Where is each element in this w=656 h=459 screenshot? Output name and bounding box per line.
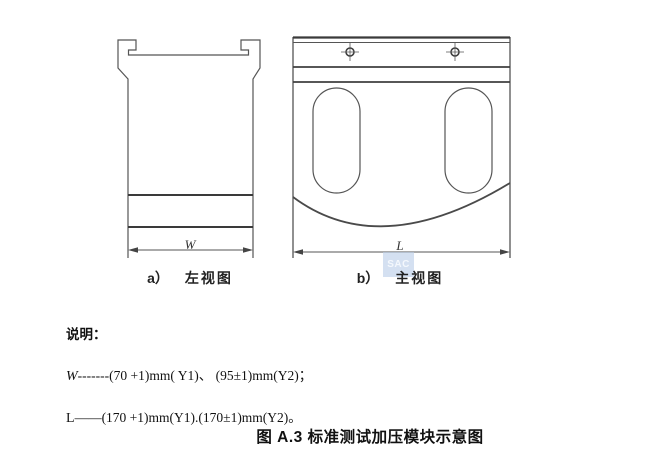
left-view-caption: a） 左视图: [130, 268, 250, 288]
dimension-l-arrow-left: [293, 249, 303, 255]
dimension-l-label: L: [396, 238, 404, 253]
note-line-w-text: -------(70 +1)mm( Y1)、 (95±1)mm(Y2)；: [77, 368, 313, 383]
note-line-l-symbol: L: [66, 411, 75, 426]
bottom-arc: [292, 182, 511, 228]
sac-watermark-text: SAC: [387, 259, 410, 270]
figure-caption: 图 A.3 标准测试加压模块示意图: [256, 429, 484, 446]
left-view-caption-prefix: a）: [147, 270, 169, 286]
left-view-caption-label: 左视图: [184, 270, 233, 286]
note-line-l: L——(170 +1)mm(Y1).(170±1)mm(Y2)。: [66, 406, 486, 427]
dimension-w-arrow-right: [243, 247, 253, 253]
mounting-hole-left-icon: [341, 43, 359, 61]
front-view-caption-label: 主视图: [395, 270, 444, 286]
note-line-l-text: ——(170 +1)mm(Y1).(170±1)mm(Y2)。: [74, 410, 302, 425]
note-line-w-symbol: W: [66, 369, 78, 384]
dimension-l-arrow-right: [500, 249, 510, 255]
dimension-w-label: W: [184, 237, 196, 252]
note-line-w: W-------(70 +1)mm( Y1)、 (95±1)mm(Y2)；: [66, 364, 486, 385]
mounting-hole-right-icon: [446, 43, 464, 61]
left-view-drawing: [117, 39, 261, 258]
notes-block: 说明： W-------(70 +1)mm( Y1)、 (95±1)mm(Y2)…: [66, 323, 486, 427]
slot-right: [444, 87, 493, 194]
figure-drawing: [117, 36, 511, 258]
slot-left: [312, 87, 361, 194]
dimension-w-arrow-left: [128, 247, 138, 253]
notes-heading: 说明：: [66, 327, 107, 342]
sac-watermark: SAC: [383, 252, 414, 277]
front-view-drawing: [292, 36, 511, 258]
left-view-outline: [117, 39, 261, 258]
front-view-caption-prefix: b）: [356, 270, 380, 286]
front-view-caption: b） 主视图: [340, 268, 460, 288]
dimension-w: [128, 247, 253, 253]
